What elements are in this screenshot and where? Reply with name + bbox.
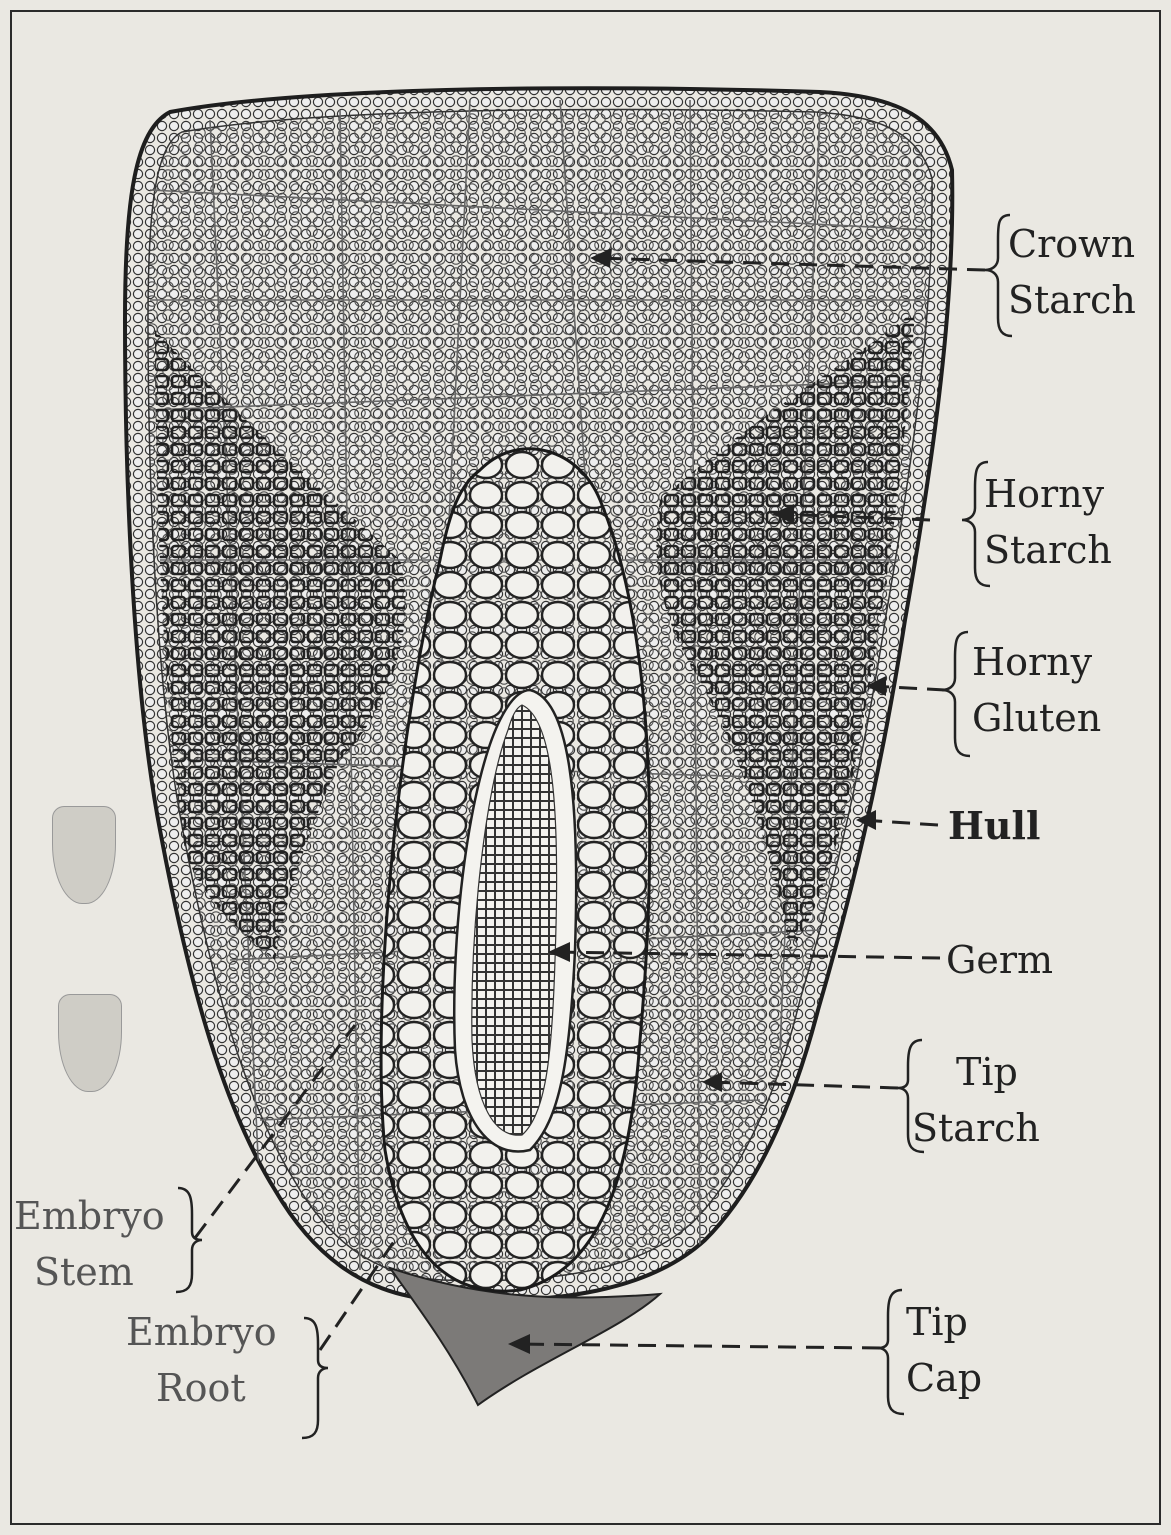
- label-tip-cap-line2: Cap: [906, 1350, 982, 1406]
- label-embryo-stem-line2: Stem: [14, 1244, 165, 1300]
- label-embryo-root-line2: Root: [126, 1360, 277, 1416]
- label-germ-text: Germ: [946, 932, 1053, 988]
- label-tip-starch-line1: Tip: [912, 1044, 1040, 1100]
- kernel-body: [125, 88, 952, 1405]
- label-embryo-stem: Embryo Stem: [14, 1188, 165, 1300]
- label-horny-starch-line2: Starch: [984, 522, 1112, 578]
- label-tip-starch-line2: Starch: [912, 1100, 1040, 1156]
- brace-embryo-root: [302, 1318, 328, 1438]
- label-hull-text: Hull: [948, 798, 1040, 854]
- label-horny-gluten-line1: Horny: [972, 634, 1101, 690]
- brace-tip-cap: [878, 1290, 904, 1414]
- label-tip-cap: Tip Cap: [906, 1294, 982, 1406]
- label-embryo-root: Embryo Root: [126, 1304, 277, 1416]
- label-crown-line1: Crown: [1008, 216, 1136, 272]
- brace-horny-gluten: [942, 632, 970, 756]
- label-germ: Germ: [946, 932, 1053, 988]
- label-hull: Hull: [948, 798, 1040, 854]
- brace-embryo-stem: [176, 1188, 202, 1292]
- label-embryo-root-line1: Embryo: [126, 1304, 277, 1360]
- label-tip-cap-line1: Tip: [906, 1294, 982, 1350]
- label-horny-starch: Horny Starch: [984, 466, 1112, 578]
- label-horny-starch-line1: Horny: [984, 466, 1112, 522]
- label-embryo-stem-line1: Embryo: [14, 1188, 165, 1244]
- label-horny-gluten-line2: Gluten: [972, 690, 1101, 746]
- label-crown-starch: Crown Starch: [1008, 216, 1136, 328]
- label-tip-starch: Tip Starch: [912, 1044, 1040, 1156]
- label-horny-gluten: Horny Gluten: [972, 634, 1101, 746]
- label-crown-line2: Starch: [1008, 272, 1136, 328]
